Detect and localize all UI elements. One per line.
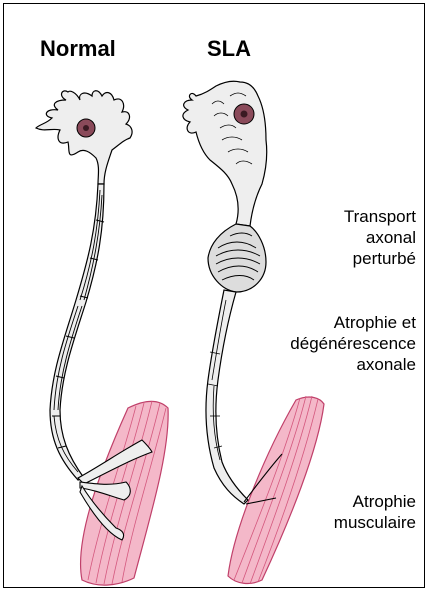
sla-axon: [206, 290, 248, 504]
sla-muscle: [228, 396, 324, 584]
label-atrophie-axonale: Atrophie et dégénérescence axonale: [290, 312, 416, 375]
normal-cell-body: [36, 91, 132, 184]
normal-neuron: [36, 91, 168, 585]
sla-cell-body: [183, 81, 267, 226]
label-atrophie-musculaire: Atrophie musculaire: [334, 491, 416, 533]
label-transport-axonal: Transport axonal perturbé: [344, 206, 416, 269]
